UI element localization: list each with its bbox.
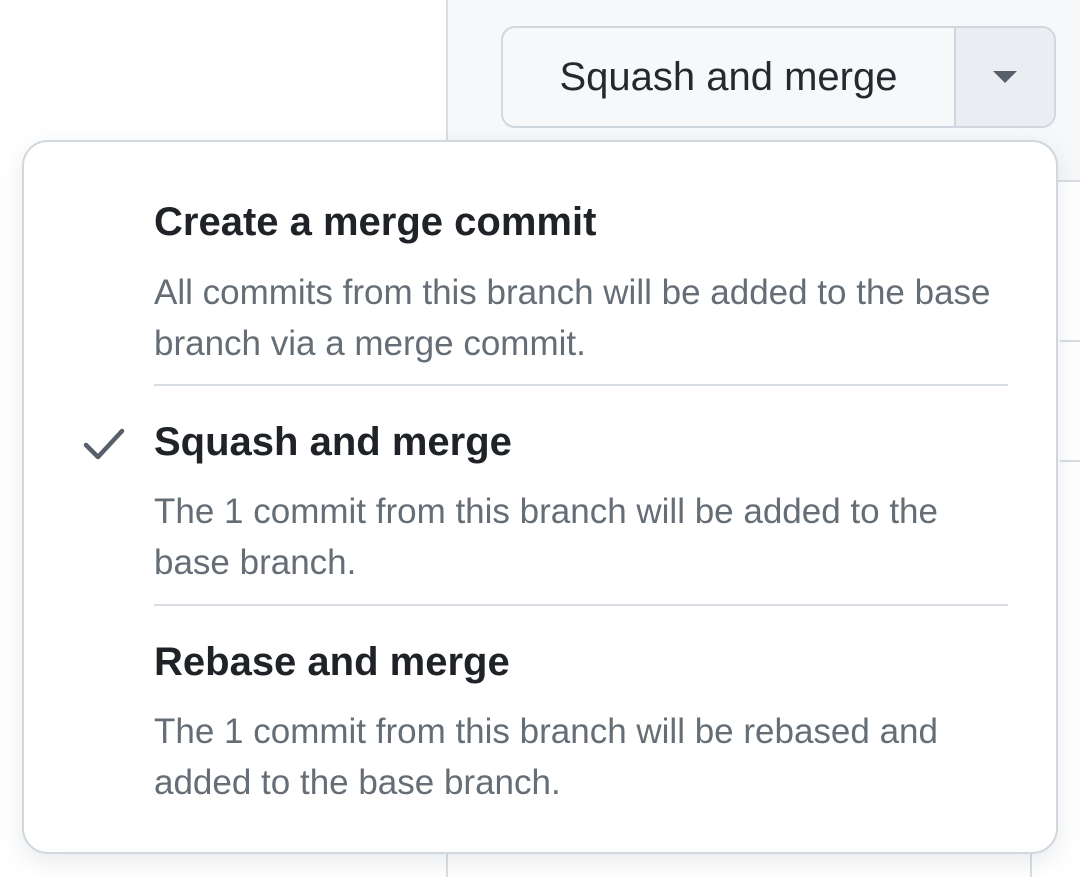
triangle-down-icon — [993, 71, 1017, 83]
menu-item-title: Squash and merge — [154, 420, 512, 464]
menu-item-description: The 1 commit from this branch will be ad… — [154, 492, 938, 582]
menu-item-description: The 1 commit from this branch will be re… — [154, 712, 938, 802]
menu-divider — [154, 384, 1008, 386]
menu-item-rebase-and-merge[interactable]: Rebase and merge The 1 commit from this … — [24, 606, 1056, 854]
merge-split-button: Squash and merge — [501, 26, 1056, 128]
menu-item-create-merge-commit[interactable]: Create a merge commit All commits from t… — [24, 142, 1056, 386]
background-divider — [1060, 340, 1080, 342]
merge-method-menu: Create a merge commit All commits from t… — [22, 140, 1058, 854]
squash-and-merge-button[interactable]: Squash and merge — [503, 28, 956, 126]
menu-item-title: Create a merge commit — [154, 200, 597, 244]
menu-item-squash-and-merge[interactable]: Squash and merge The 1 commit from this … — [24, 386, 1056, 606]
menu-divider — [154, 604, 1008, 606]
check-icon — [83, 428, 125, 460]
merge-method-dropdown-toggle[interactable] — [956, 28, 1054, 126]
background-divider — [1060, 460, 1080, 462]
menu-item-title: Rebase and merge — [154, 640, 510, 684]
menu-item-description: All commits from this branch will be add… — [154, 273, 991, 363]
